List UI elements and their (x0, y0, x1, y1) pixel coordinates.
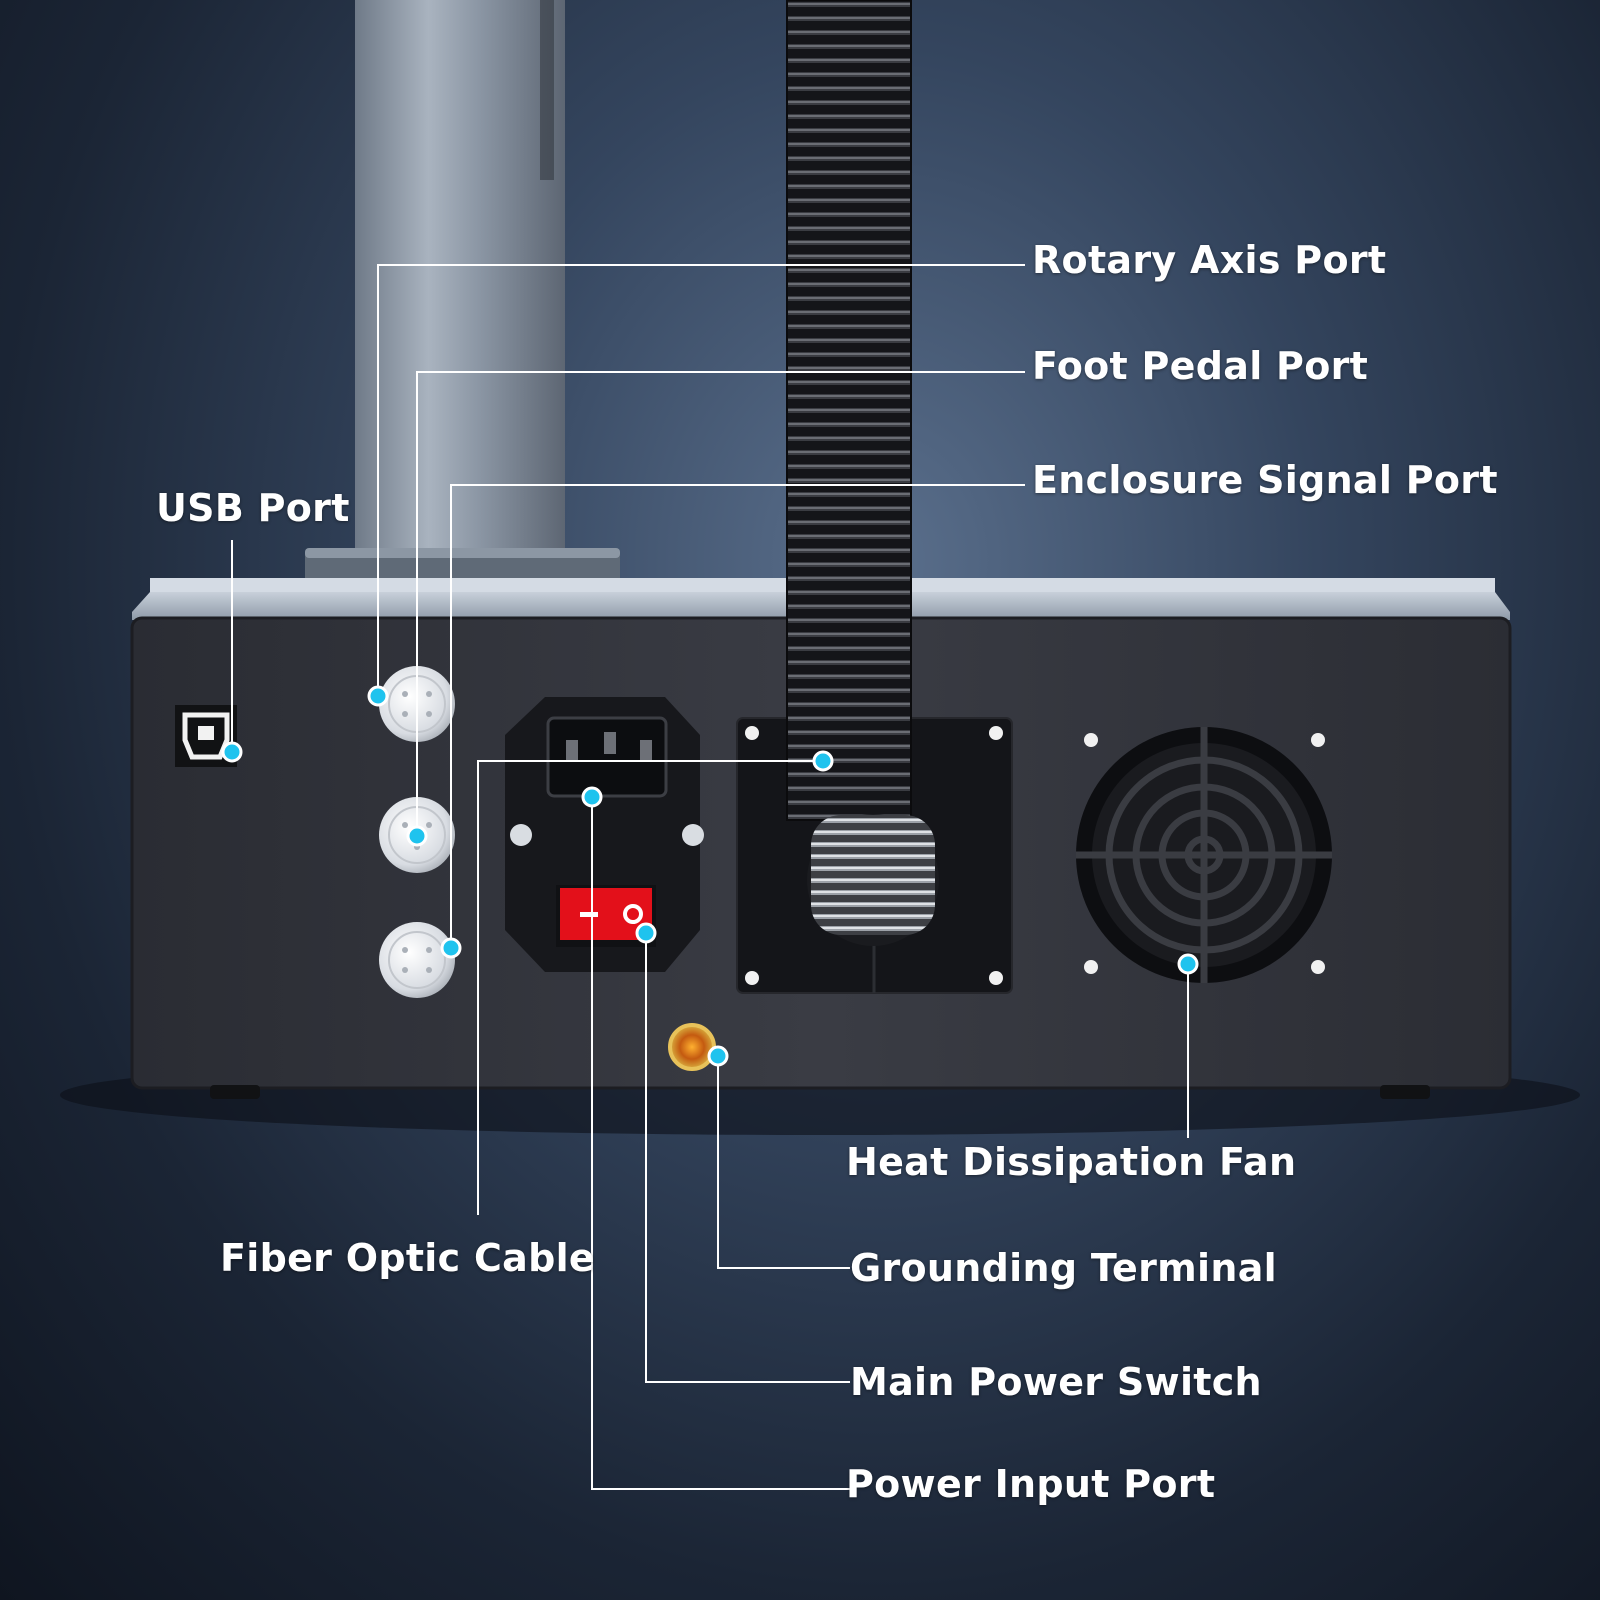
dot-grounding (707, 1045, 729, 1067)
label-foot-pedal-port: Foot Pedal Port (1032, 344, 1369, 388)
dot-rotary-axis (367, 685, 389, 707)
label-main-power-switch: Main Power Switch (850, 1360, 1262, 1404)
label-usb-port: USB Port (156, 486, 350, 530)
label-power-input-port: Power Input Port (846, 1462, 1216, 1506)
grounding-terminal-icon (668, 1023, 716, 1071)
dot-foot-pedal (406, 825, 428, 847)
label-heat-dissipation-fan: Heat Dissipation Fan (846, 1140, 1297, 1184)
dot-enclosure-signal (440, 937, 462, 959)
dot-main-switch (635, 922, 657, 944)
dot-fiber-optic (812, 750, 834, 772)
label-fiber-optic-cable: Fiber Optic Cable (220, 1236, 596, 1280)
label-grounding-terminal: Grounding Terminal (850, 1246, 1277, 1290)
column-post (305, 0, 620, 590)
corrugated-hose (786, 0, 939, 946)
callout-lines (231, 264, 1189, 1490)
label-enclosure-signal-port: Enclosure Signal Port (1032, 458, 1498, 502)
callout-dots (221, 685, 1199, 1067)
dot-usb (221, 741, 243, 763)
cooling-fan-icon (1076, 727, 1332, 983)
enclosure-signal-connector-icon (379, 922, 455, 998)
dot-fan (1177, 953, 1199, 975)
dot-power-input (581, 786, 603, 808)
usb-port-icon (175, 705, 237, 767)
label-rotary-axis-port: Rotary Axis Port (1032, 238, 1387, 282)
